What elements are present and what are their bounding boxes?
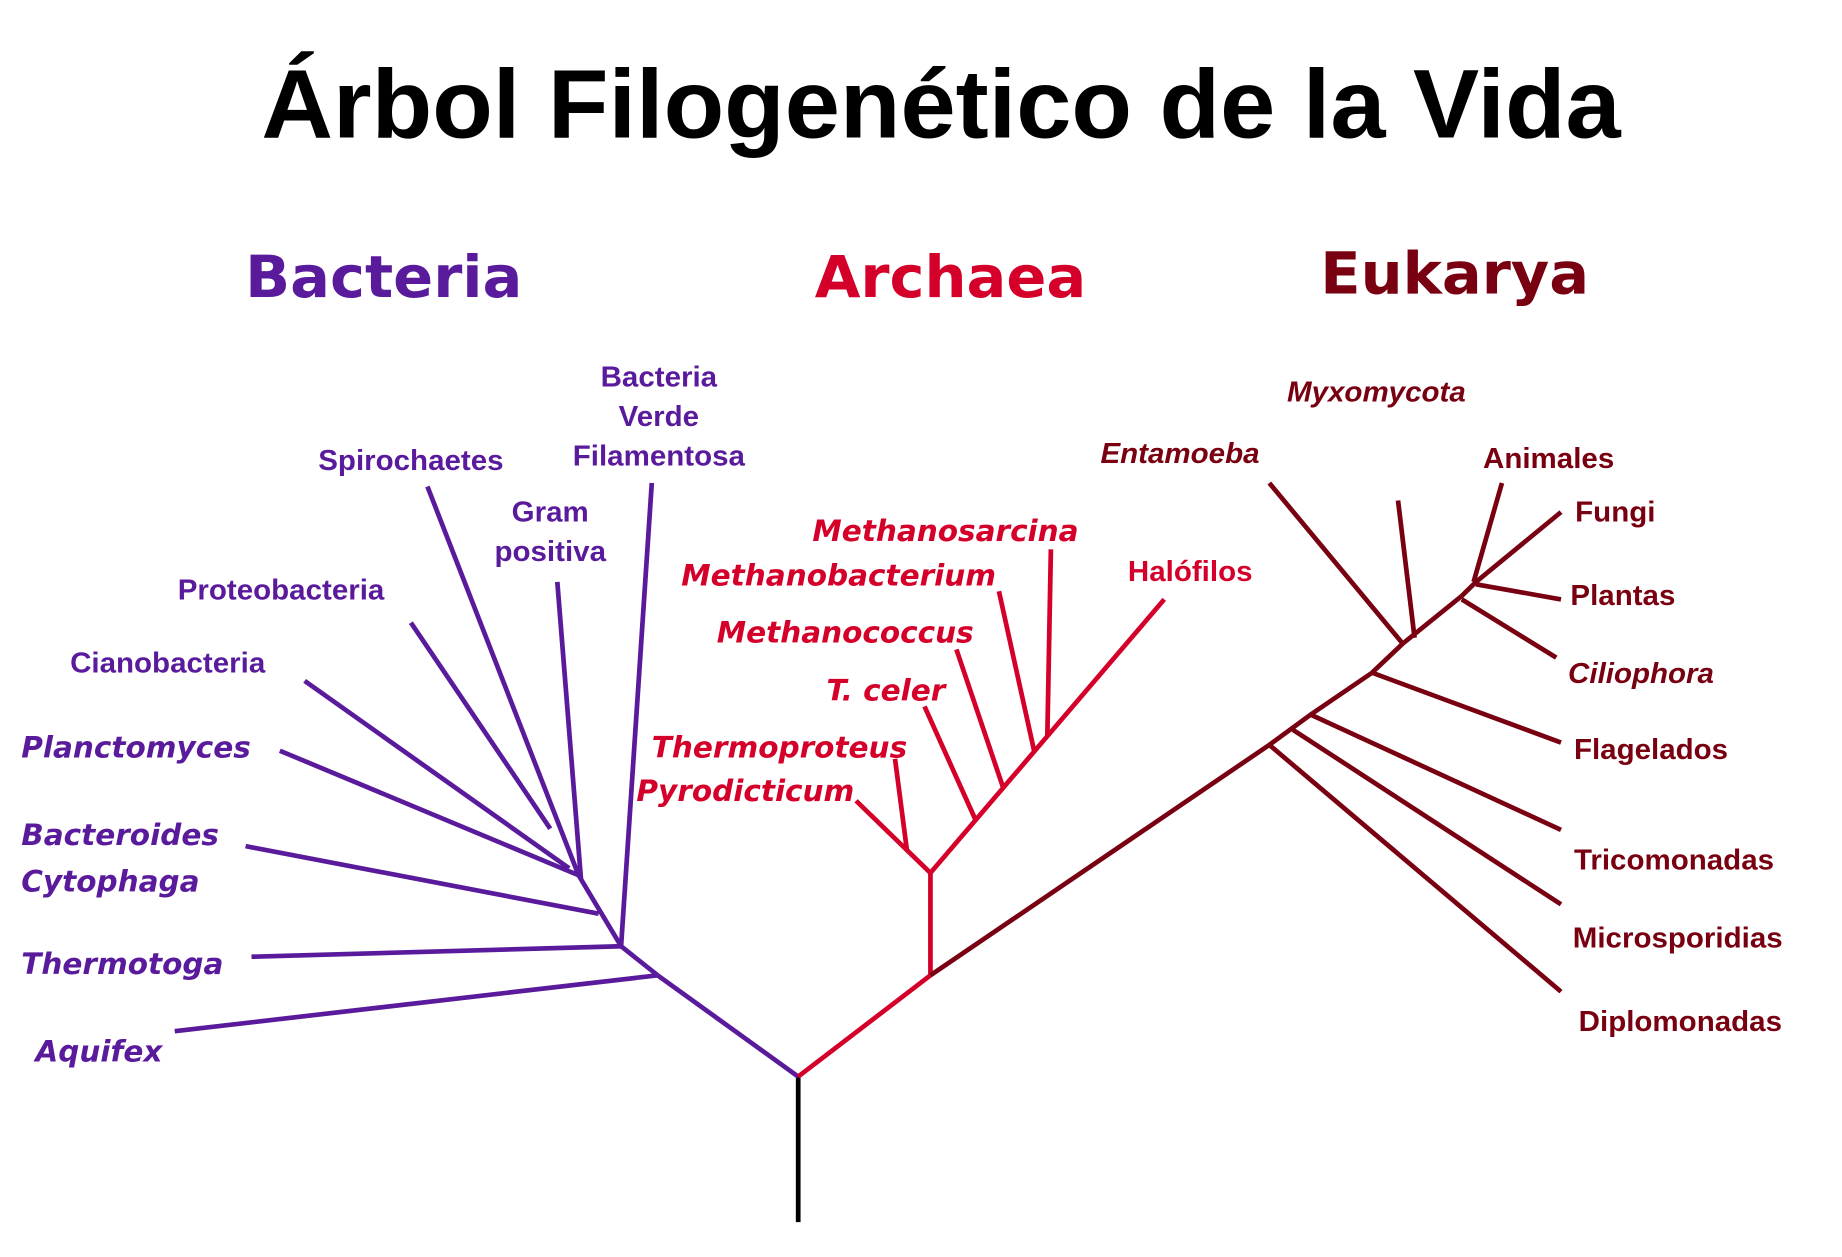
label-flagelados: Flagelados xyxy=(1574,733,1728,766)
branch-halofilos xyxy=(928,597,1167,875)
branch-ciliophora xyxy=(1460,597,1558,660)
label-methanobacterium: Methanobacterium xyxy=(681,559,996,593)
branch-methanosarcina xyxy=(1044,549,1054,736)
label-tceler: T. celer xyxy=(827,674,947,708)
label-methanosarcina: Methanosarcina xyxy=(812,514,1078,548)
branch-tceler xyxy=(922,705,978,821)
domain-eukarya-heading: Eukarya xyxy=(1320,240,1589,308)
branch-bacteria-trunk xyxy=(656,973,800,1079)
branch-gram-positiva xyxy=(554,581,584,879)
bacteria-branches xyxy=(174,482,800,1079)
label-halofilos: Halófilos xyxy=(1128,555,1253,588)
label-thermoproteus: Thermoproteus xyxy=(652,731,907,765)
label-bacteria-verde-1: Bacteria xyxy=(601,361,718,394)
branch-cianobacteria xyxy=(303,678,571,871)
label-proteobacteria: Proteobacteria xyxy=(178,574,385,607)
branch-spirochaetes xyxy=(425,485,581,877)
branch-aquifex xyxy=(174,973,658,1034)
branch-pyrodicticum xyxy=(854,799,933,875)
label-aquifex: Aquifex xyxy=(33,1035,163,1069)
label-bacteroides: Bacteroides xyxy=(21,818,219,852)
branch-entamoeba xyxy=(1267,481,1405,646)
branch-flagelados xyxy=(1371,670,1562,745)
branch-bacteroides xyxy=(245,843,600,916)
branch-microsporidias xyxy=(1291,727,1563,907)
label-bacteria-verde-3: Filamentosa xyxy=(573,440,746,473)
branch-bacteria-verde xyxy=(618,482,655,947)
label-animales: Animales xyxy=(1483,442,1614,475)
branch-archaea-trunk xyxy=(796,973,932,1079)
label-planctomyces: Planctomyces xyxy=(21,731,251,765)
label-bacteria-verde-2: Verde xyxy=(619,400,699,433)
label-entamoeba: Entamoeba xyxy=(1100,437,1259,470)
branch-planctomyces xyxy=(278,748,580,878)
eukarya-branches xyxy=(929,481,1563,994)
label-fungi: Fungi xyxy=(1575,496,1655,529)
branch-bacteria-core xyxy=(576,874,624,948)
label-cianobacteria: Cianobacteria xyxy=(70,647,266,680)
branch-myxomycota xyxy=(1395,500,1417,639)
label-spirochaetes: Spirochaetes xyxy=(318,444,503,477)
label-microsporidias: Microsporidias xyxy=(1573,922,1783,955)
diagram-title: Árbol Filogenético de la Vida xyxy=(261,49,1622,158)
branch-thermotoga xyxy=(251,943,622,960)
label-myxomycota: Myxomycota xyxy=(1287,376,1466,409)
branch-thermoproteus xyxy=(892,758,910,850)
label-cytophaga: Cytophaga xyxy=(21,865,199,899)
branch-animales xyxy=(1471,482,1505,583)
label-tricomonadas: Tricomonadas xyxy=(1574,844,1774,877)
label-plantas: Plantas xyxy=(1570,579,1675,612)
label-thermotoga: Thermotoga xyxy=(21,947,223,981)
domain-archaea-heading: Archaea xyxy=(815,243,1087,311)
label-diplomonadas: Diplomonadas xyxy=(1579,1005,1782,1038)
archaea-branches xyxy=(796,549,1167,1079)
label-methanococcus: Methanococcus xyxy=(717,616,974,650)
branch-diplomonadas xyxy=(1267,743,1563,994)
branch-tricomonadas xyxy=(1309,712,1562,832)
branch-bacteria-inner xyxy=(619,944,660,978)
label-gram-positiva-1: Gram xyxy=(512,496,589,529)
label-pyrodicticum: Pyrodicticum xyxy=(636,774,854,808)
domain-bacteria-heading: Bacteria xyxy=(245,243,522,311)
label-gram-positiva-2: positiva xyxy=(494,535,606,568)
branch-plantas xyxy=(1475,581,1562,602)
branch-methanococcus xyxy=(954,648,1006,790)
branch-proteobacteria xyxy=(408,621,553,830)
label-ciliophora: Ciliophora xyxy=(1568,657,1714,690)
branch-methanobacterium xyxy=(996,590,1037,753)
branch-eukarya-trunk xyxy=(929,510,1563,978)
